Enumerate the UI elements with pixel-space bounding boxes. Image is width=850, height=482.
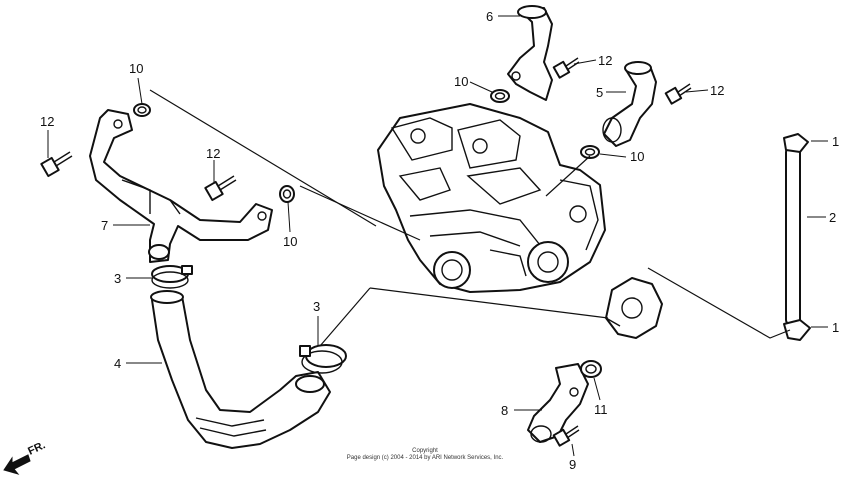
callout-12-b: 12 bbox=[206, 146, 220, 161]
callout-11: 11 bbox=[594, 402, 608, 417]
elbow-8 bbox=[527, 363, 589, 443]
front-arrow-icon bbox=[3, 454, 31, 475]
bolt-12b bbox=[204, 175, 237, 202]
callout-12-c: 12 bbox=[598, 53, 612, 68]
elbow-5 bbox=[602, 61, 657, 147]
callout-10-d: 10 bbox=[630, 149, 644, 164]
callout-12-a: 12 bbox=[40, 114, 54, 129]
copyright-notice: Copyright Page design (c) 2004 - 2014 by… bbox=[347, 448, 504, 461]
callout-8: 8 bbox=[501, 403, 508, 418]
callout-9: 9 bbox=[569, 457, 576, 472]
bolt-9 bbox=[552, 425, 580, 447]
callout-2: 2 bbox=[829, 210, 836, 225]
callouts: 1 1 2 3 3 4 5 6 7 8 9 10 10 10 10 11 12 … bbox=[40, 9, 839, 472]
bolt-12c bbox=[552, 57, 580, 79]
callout-3-left: 3 bbox=[114, 271, 121, 286]
thermostat-housing bbox=[605, 277, 663, 339]
elbow-6 bbox=[507, 5, 553, 101]
callout-10-b: 10 bbox=[283, 234, 297, 249]
callout-6: 6 bbox=[486, 9, 493, 24]
engine-block bbox=[377, 103, 606, 293]
direction-label: FR. bbox=[26, 439, 47, 457]
o-ring-10d bbox=[580, 145, 600, 159]
water-pipe-7 bbox=[89, 109, 273, 263]
callout-5: 5 bbox=[596, 85, 603, 100]
leader-lines bbox=[47, 15, 828, 457]
bolt-12a bbox=[40, 151, 73, 178]
hose-clip-1a bbox=[783, 133, 809, 153]
o-ring-10a bbox=[133, 103, 151, 117]
assembly-lines bbox=[149, 89, 791, 347]
callout-4: 4 bbox=[114, 356, 121, 371]
o-ring-10c bbox=[490, 89, 510, 103]
callout-7: 7 bbox=[101, 218, 108, 233]
bolt-12d bbox=[664, 83, 692, 105]
hose-clamp-3a bbox=[151, 265, 193, 289]
callout-1-bottom: 1 bbox=[832, 320, 839, 335]
hose-clamp-3b bbox=[299, 344, 347, 374]
callout-12-d: 12 bbox=[710, 83, 724, 98]
callout-1-top: 1 bbox=[832, 134, 839, 149]
callout-10-c: 10 bbox=[454, 74, 468, 89]
hose-4 bbox=[150, 290, 331, 449]
callout-10-a: 10 bbox=[129, 61, 143, 76]
o-ring-11 bbox=[580, 360, 602, 378]
copyright-line-2: Page design (c) 2004 - 2014 by ARI Netwo… bbox=[347, 455, 504, 461]
hose-clip-1b bbox=[783, 319, 811, 341]
callout-3-right: 3 bbox=[313, 299, 320, 314]
copyright-line-1: Copyright bbox=[412, 448, 438, 454]
o-ring-10b bbox=[279, 185, 295, 203]
front-direction-indicator: FR. bbox=[3, 439, 47, 475]
hose-2 bbox=[785, 147, 801, 325]
